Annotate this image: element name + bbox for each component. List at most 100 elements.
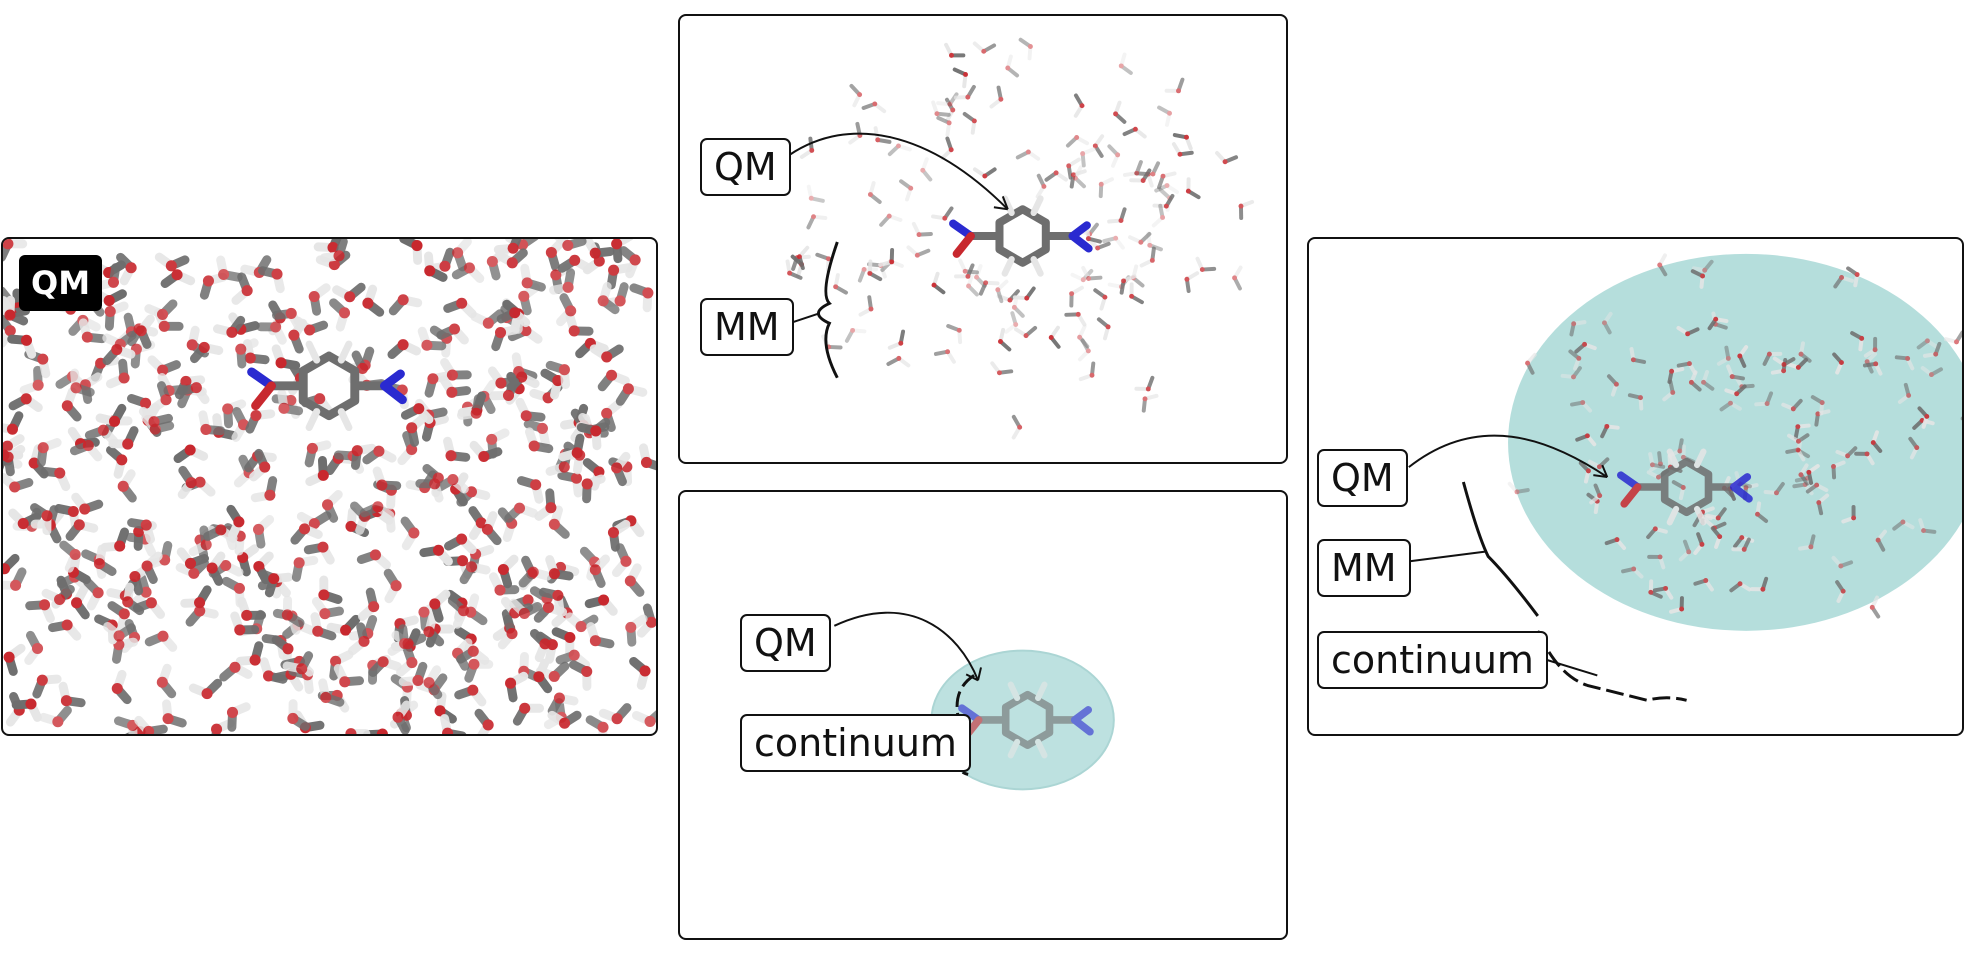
h-atom <box>1001 256 1015 277</box>
oxygen-atom <box>397 294 409 306</box>
water-molecule <box>911 221 933 238</box>
oxygen-atom <box>339 676 351 688</box>
water-molecule <box>931 206 954 221</box>
panel-qm-mm: QM MM <box>678 14 1288 464</box>
oxygen-atom <box>143 725 155 734</box>
water-molecule <box>1069 285 1084 308</box>
water-molecule <box>359 501 395 520</box>
water-molecule <box>264 572 294 598</box>
oxygen-atom <box>1613 381 1619 387</box>
oh-bond <box>1110 152 1120 168</box>
water-molecule <box>548 505 570 539</box>
water-molecule <box>1064 311 1087 327</box>
oxygen-atom <box>1808 544 1814 550</box>
water-molecule <box>100 527 129 552</box>
nitro-oxygen <box>1620 483 1642 508</box>
water-molecule <box>547 692 579 716</box>
water-molecule <box>1081 265 1103 281</box>
h-atom <box>1666 505 1680 526</box>
oxygen-atom <box>463 262 475 274</box>
continuum-label: continuum <box>1317 631 1548 689</box>
water-molecule <box>19 365 44 395</box>
oxygen-atom <box>1638 395 1643 401</box>
oxygen-atom <box>597 721 609 733</box>
oxygen-atom <box>1011 304 1017 310</box>
oh-bond <box>1099 177 1114 187</box>
oxygen-atom <box>562 281 574 293</box>
oxygen-atom <box>826 256 831 262</box>
oxygen-atom <box>1728 400 1733 406</box>
oxygen-atom <box>69 548 81 561</box>
oxygen-atom <box>1686 361 1692 367</box>
oh-bond <box>1682 539 1691 554</box>
oxygen-atom <box>470 407 482 419</box>
oxygen-atom <box>1631 566 1637 572</box>
water-molecule <box>3 567 27 591</box>
water-molecule <box>1185 177 1201 200</box>
oxygen-atom <box>908 185 914 191</box>
oxygen-atom <box>32 379 44 391</box>
oxygen-atom <box>20 393 32 405</box>
water-molecule <box>1908 436 1920 460</box>
water-molecule <box>464 658 494 683</box>
oxygen-atom <box>108 415 121 427</box>
oxygen-atom <box>581 665 593 678</box>
water-molecule <box>173 444 209 464</box>
nitro-oxygen <box>952 232 975 258</box>
water-molecule <box>258 266 285 294</box>
oh-bond <box>936 101 952 107</box>
oxygen-atom <box>520 325 532 337</box>
oxygen-atom <box>468 658 480 670</box>
oxygen-atom <box>494 584 506 596</box>
oxygen-atom <box>399 637 411 650</box>
oxygen-atom <box>408 527 420 539</box>
water-molecule <box>1525 352 1537 375</box>
oxygen-atom <box>1838 360 1844 366</box>
oxygen-atom <box>412 674 424 686</box>
oxygen-atom <box>1851 515 1857 521</box>
h-atom <box>1030 256 1044 277</box>
oxygen-atom <box>162 713 174 725</box>
water-molecule <box>1719 400 1742 412</box>
oxygen-atom <box>875 137 881 143</box>
water-molecule <box>1731 537 1751 552</box>
oh-bond <box>1158 188 1172 201</box>
water-molecule <box>557 254 593 273</box>
water-molecule <box>589 554 611 588</box>
water-molecule <box>235 641 264 666</box>
water-molecule <box>78 318 107 344</box>
oxygen-atom <box>931 282 937 288</box>
oxygen-atom <box>1795 447 1801 453</box>
oxygen-atom <box>406 657 418 669</box>
oh-bond <box>887 143 901 157</box>
water-molecule <box>383 568 402 604</box>
oxygen-atom <box>140 397 152 409</box>
oxygen-atom <box>129 570 141 583</box>
oxygen-atom <box>344 291 356 303</box>
oxygen-atom <box>1167 110 1172 116</box>
water-box-full-qm <box>3 239 656 734</box>
oxygen-atom <box>624 575 636 587</box>
oxygen-atom <box>206 562 218 574</box>
water-molecule <box>160 269 196 289</box>
oxygen-atom <box>113 630 125 642</box>
oxygen-atom <box>1150 171 1156 177</box>
water-molecule <box>71 585 90 620</box>
h-atom <box>1035 681 1048 702</box>
oxygen-atom <box>37 353 49 365</box>
oxygen-atom <box>1118 63 1124 69</box>
oxygen-atom <box>1069 291 1075 297</box>
oxygen-atom <box>429 478 441 490</box>
water-molecule <box>1716 345 1731 366</box>
water-molecule <box>1113 100 1127 124</box>
water-molecule <box>185 605 219 627</box>
oh-bond <box>1724 345 1731 361</box>
water-molecule <box>1015 149 1041 161</box>
water-molecule <box>806 184 825 203</box>
water-molecule <box>936 115 952 137</box>
water-molecule <box>235 338 259 369</box>
water-molecule <box>551 627 576 657</box>
oxygen-atom <box>93 558 106 570</box>
water-molecule <box>436 323 469 345</box>
oxygen-atom <box>505 677 517 689</box>
